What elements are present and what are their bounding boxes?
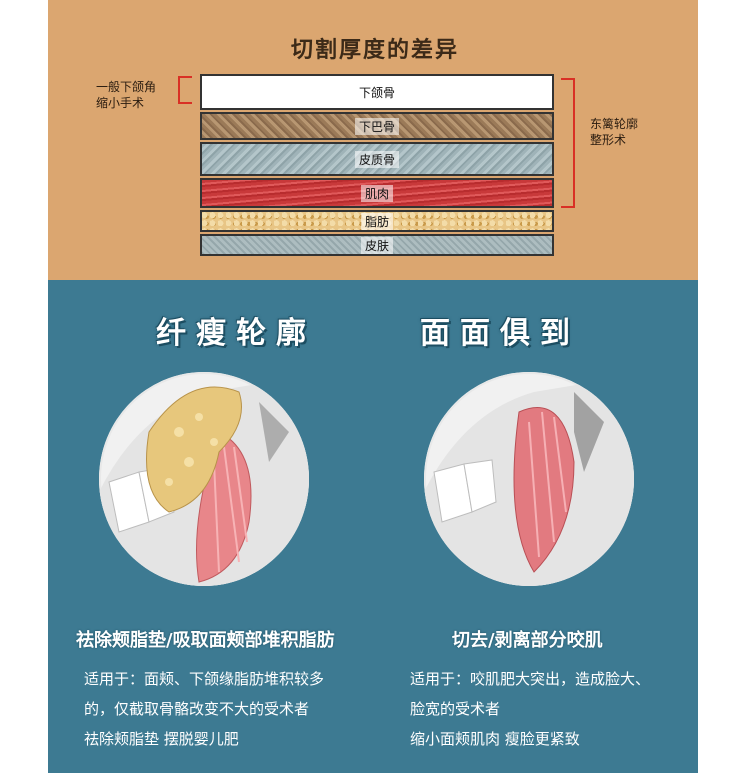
standard-surgery-label: 一般下颌角 缩小手术	[96, 80, 157, 110]
layer-skin: 皮肤	[200, 234, 554, 256]
caption-cut-masseter: 切去/剥离部分咬肌	[452, 630, 603, 651]
layer-chin-bone: 下巴骨	[200, 112, 554, 140]
standard-cut-bracket	[178, 76, 192, 104]
donglì-surgery-label: 东篱轮廓 整形术	[590, 117, 639, 147]
section-title: 切割厚度的差异	[290, 38, 459, 63]
donglì-cut-bracket	[561, 78, 575, 208]
thickness-comparison-panel	[48, 0, 698, 280]
description-right: 适用于：咬肌肥大突出，造成脸大、 脸宽的受术者 缩小面颊肌肉 瘦脸更紧致	[410, 670, 651, 748]
layer-muscle: 肌肉	[200, 178, 554, 208]
caption-remove-buccal-fat: 祛除颊脂垫/吸取面颊部堆积脂肪	[76, 630, 335, 651]
description-left: 适用于：面颊、下颌缘脂肪堆积较多 的，仅截取骨骼改变不大的受术者 祛除颊脂垫 摆…	[84, 670, 325, 748]
heading-all-round: 面面俱到	[420, 316, 580, 351]
heading-slim-contour: 纤瘦轮廓	[156, 316, 316, 351]
layer-mandible: 下颌骨	[200, 74, 554, 110]
jaw-with-buccal-fat-illustration	[99, 372, 309, 586]
jaw-with-masseter-muscle-illustration	[424, 372, 634, 586]
layer-cortical-bone: 皮质骨	[200, 142, 554, 176]
layer-fat: 脂肪	[200, 210, 554, 232]
